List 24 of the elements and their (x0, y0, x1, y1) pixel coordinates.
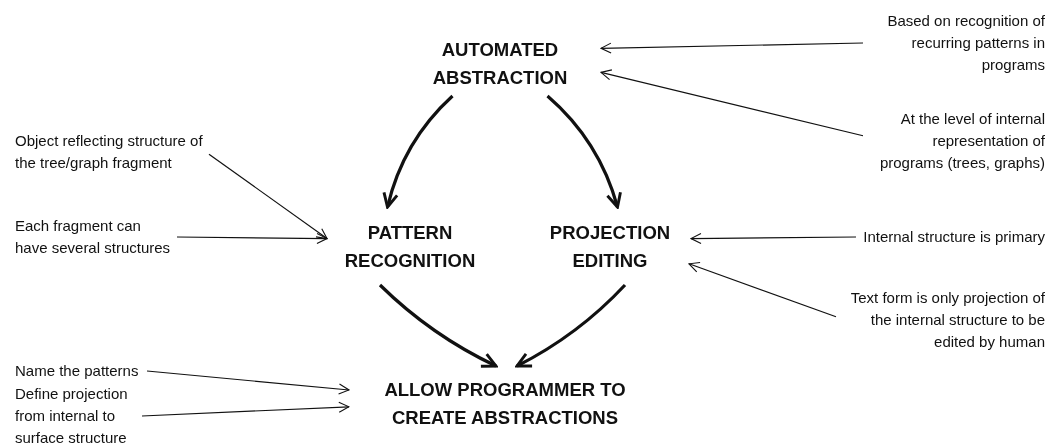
arrow (600, 69, 864, 137)
concept-heading: PATTERN RECOGNITION (343, 221, 477, 273)
note-text: Name the patterns (15, 361, 140, 381)
note-text: Internal structure is primary (862, 227, 1045, 247)
arrow (515, 283, 627, 368)
concept-heading: AUTOMATED ABSTRACTION (431, 38, 569, 90)
note-text: Object reflecting structure of the tree/graph fragment (15, 131, 204, 173)
arrow (690, 232, 857, 245)
note-text: Each fragment can have several structures (15, 216, 172, 258)
arrow (546, 94, 622, 209)
arrow (378, 283, 498, 368)
note-text: At the level of internal representation of programs (trees, graphs) (878, 109, 1045, 173)
arrow (146, 370, 350, 395)
arrow (382, 94, 454, 209)
arrow (208, 153, 328, 240)
arrow (688, 261, 837, 318)
concept-heading: ALLOW PROGRAMMER TO CREATE ABSTRACTIONS (383, 378, 627, 430)
note-text: Based on recognition of recurring patterns in programs (886, 11, 1045, 75)
note-text: Text form is only projection of the internal structure to be edited by human (849, 288, 1045, 352)
arrow (600, 42, 864, 54)
arrow (176, 232, 328, 245)
concept-heading: PROJECTION EDITING (548, 221, 672, 273)
note-text: Define projection from internal to surface structure (15, 384, 129, 448)
arrow (141, 401, 350, 417)
